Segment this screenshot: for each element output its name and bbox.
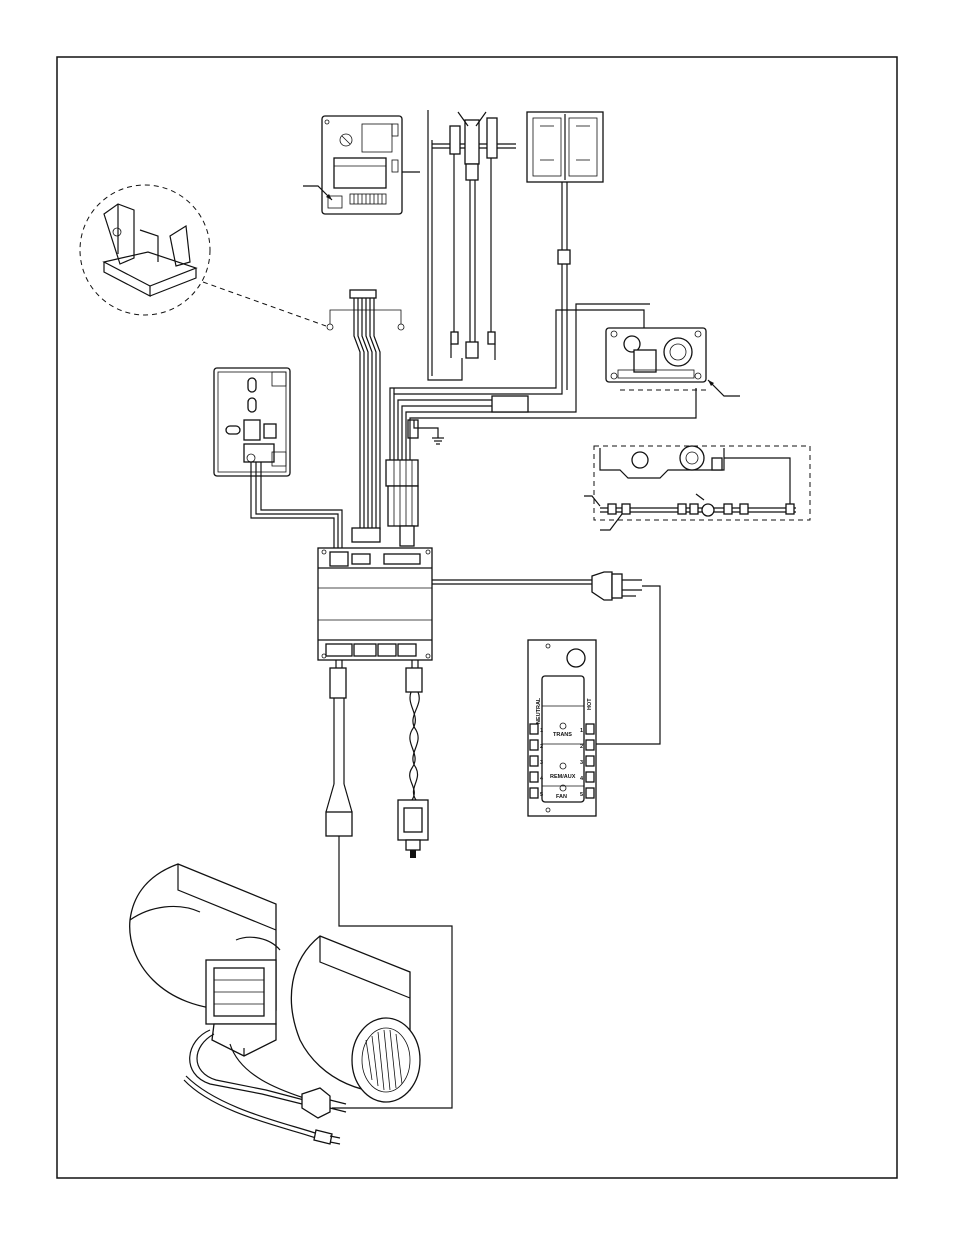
pin-1-left: 1 [540,728,543,734]
pin-2-left: 2 [540,744,543,750]
callout-leader [203,282,326,326]
pin-1-right: 1 [580,728,583,734]
pin-3-left: 3 [540,760,543,766]
leader-arrow-icon [584,496,600,506]
hot-label: HOT [587,698,593,710]
pin-3-right: 3 [580,760,583,766]
pin-5-left: 5 [540,792,543,798]
wiring-harness [350,290,380,542]
neutral-label: NEUTRAL [536,697,542,724]
valve-detail-inset [594,446,810,520]
power-cord [432,580,592,584]
terminal-strip: NEUTRAL HOT TRANS REM/AUX FAN 1 2 3 4 5 … [528,640,596,816]
power-plug-icon [592,572,642,600]
fan-cable [326,660,352,836]
sensor-cable [398,660,428,858]
leader-arrow-icon [600,514,622,530]
ground-icon [432,434,444,444]
inline-module [492,396,528,412]
wire-ends [314,1130,340,1144]
power-plug-icon [302,1088,346,1118]
page-frame [57,57,897,1178]
fan-label: FAN [556,794,567,800]
pilot-assembly [432,112,516,360]
pin-5-right: 5 [580,792,583,798]
dashed-circle-callout [80,185,210,315]
blower-assembly [130,864,420,1102]
pin-2-right: 2 [580,744,583,750]
outlet-feed-wire [596,586,660,744]
control-box [318,548,432,660]
ignition-module-board [322,116,402,214]
trans-label: TRANS [553,732,572,738]
wall-switch-plate [214,368,290,476]
remaux-label: REM/AUX [550,774,576,780]
gas-valve [606,328,706,382]
leader-arrow-icon [696,494,704,500]
battery-pack [527,112,603,390]
